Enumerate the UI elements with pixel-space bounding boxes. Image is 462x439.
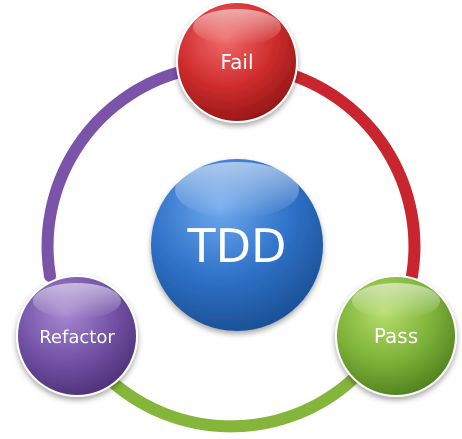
cycle-arcs [41, 66, 421, 433]
node-fail: Fail [176, 1, 298, 123]
center-label: TDD [187, 219, 287, 273]
center-node: TDD [151, 159, 323, 331]
node-label-fail: Fail [220, 50, 253, 74]
node-label-refactor: Refactor [39, 327, 115, 348]
arc-refactor-to-fail [41, 66, 186, 282]
node-label-pass: Pass [374, 324, 418, 348]
arc-fail-to-pass [276, 66, 421, 282]
node-pass: Pass [335, 275, 457, 397]
node-refactor: Refactor [16, 275, 138, 397]
arc-pass-to-refactor [104, 374, 358, 433]
